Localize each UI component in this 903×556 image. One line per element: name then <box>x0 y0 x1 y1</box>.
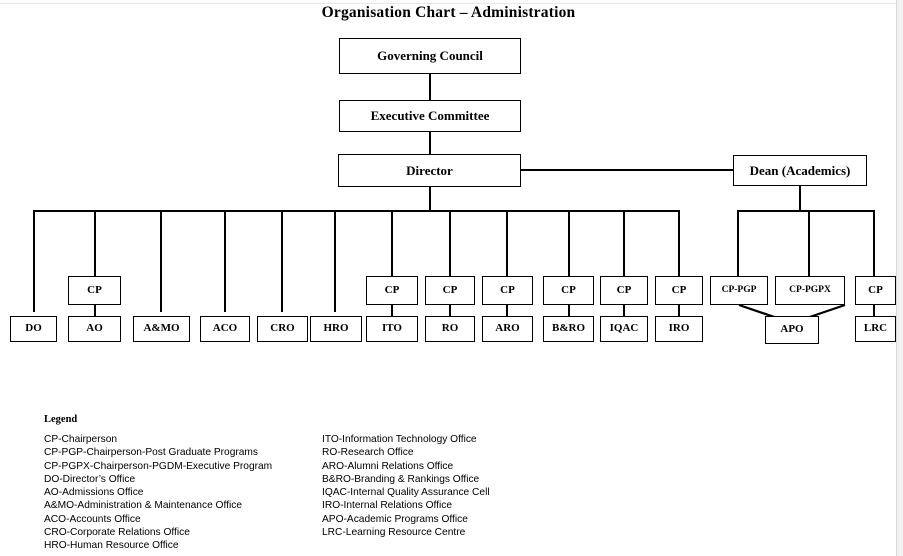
connector-drop-cp-pgpx <box>808 210 810 276</box>
node-ao[interactable]: AO <box>68 316 121 342</box>
node-director[interactable]: Director <box>338 154 521 187</box>
node-cp-bro[interactable]: CP <box>543 276 594 305</box>
legend-item: LRC-Learning Resource Centre <box>322 526 466 538</box>
legend-item: IRO-Internal Relations Office <box>322 500 453 512</box>
connector-dean-stem <box>799 186 801 211</box>
connector-drop-aco <box>224 210 226 312</box>
legend-item: CP-PGPX-Chairperson-PGDM-Executive Progr… <box>44 460 273 472</box>
connector-drop-do <box>33 210 35 312</box>
node-governing-council[interactable]: Governing Council <box>339 38 521 74</box>
connector-dean-bus <box>737 210 875 212</box>
legend-item: ITO-Information Technology Office <box>322 434 477 445</box>
legend-item: ARO-Alumni Relations Office <box>322 460 454 472</box>
legend-item: DO-Director’s Office <box>44 473 136 485</box>
legend-column-2: ITO-Information Technology Office RO-Res… <box>322 433 490 539</box>
page-edge-top <box>0 0 903 4</box>
node-aro[interactable]: ARO <box>482 316 533 342</box>
connector-drop-lrc-cp <box>873 210 875 276</box>
node-iro[interactable]: IRO <box>655 316 703 342</box>
connector-cp-to-ro <box>449 305 451 316</box>
node-lrc[interactable]: LRC <box>855 316 896 342</box>
node-cp-pgpx[interactable]: CP-PGPX <box>775 276 845 305</box>
connector-drop-iro-cp <box>678 210 680 276</box>
node-bro[interactable]: B&RO <box>543 316 594 342</box>
node-apo[interactable]: APO <box>765 316 819 344</box>
connector-cp-to-lrc <box>873 305 875 316</box>
legend-title: Legend <box>44 414 78 425</box>
node-ito[interactable]: ITO <box>366 316 418 342</box>
node-ro[interactable]: RO <box>425 316 475 342</box>
page-title: Organisation Chart – Administration <box>321 4 576 21</box>
connector-drop-ito-cp <box>391 210 393 276</box>
connector-director-bus <box>33 210 680 212</box>
node-cro[interactable]: CRO <box>257 316 308 342</box>
node-iqac[interactable]: IQAC <box>600 316 648 342</box>
connector-drop-ro-cp <box>449 210 451 276</box>
legend-item: B&RO-Branding & Rankings Office <box>322 473 480 485</box>
connector-cp-to-ito <box>391 305 393 316</box>
connector-cp-to-ao <box>94 305 96 316</box>
node-cp-lrc[interactable]: CP <box>855 276 896 305</box>
legend-item: ACO-Accounts Office <box>44 513 141 525</box>
legend-item: HRO-Human Resource Office <box>44 540 179 551</box>
legend-item: A&MO-Administration & Maintenance Office <box>44 500 242 512</box>
node-cp-iro[interactable]: CP <box>655 276 703 305</box>
legend-item: CP-PGP-Chairperson-Post Graduate Program… <box>44 447 259 459</box>
connector-cp-to-iro <box>678 305 680 316</box>
connector-drop-aro-cp <box>506 210 508 276</box>
legend-item: APO-Academic Programs Office <box>322 513 468 525</box>
connector-ec-to-director <box>429 132 431 154</box>
connector-drop-hro <box>334 210 336 312</box>
node-dean-academics[interactable]: Dean (Academics) <box>733 155 867 186</box>
legend-item: CP-Chairperson <box>44 434 118 445</box>
legend: Legend CP-Chairperson CP-PGP-Chairperson… <box>44 414 864 552</box>
legend-column-1: CP-Chairperson CP-PGP-Chairperson-Post G… <box>44 433 322 552</box>
connector-cp-to-iqac <box>623 305 625 316</box>
node-aco[interactable]: ACO <box>200 316 250 342</box>
connector-cp-to-aro <box>506 305 508 316</box>
connector-director-to-dean <box>520 169 734 171</box>
page-edge-right <box>896 0 903 556</box>
connector-director-stem <box>429 187 431 211</box>
connector-drop-cro <box>281 210 283 312</box>
node-cp-iqac[interactable]: CP <box>600 276 648 305</box>
legend-item: IQAC-Internal Quality Assurance Cell <box>322 487 490 498</box>
node-executive-committee[interactable]: Executive Committee <box>339 100 521 132</box>
node-do[interactable]: DO <box>10 316 57 342</box>
node-cp-ao[interactable]: CP <box>68 276 121 305</box>
node-cp-aro[interactable]: CP <box>482 276 533 305</box>
node-cp-pgp[interactable]: CP-PGP <box>710 276 768 305</box>
connector-drop-bro-cp <box>568 210 570 276</box>
connector-cp-to-bro <box>568 305 570 316</box>
connector-drop-amo <box>160 210 162 312</box>
connector-drop-cp-pgp <box>737 210 739 276</box>
node-cp-ito[interactable]: CP <box>366 276 418 305</box>
connector-gc-to-ec <box>429 74 431 100</box>
node-cp-ro[interactable]: CP <box>425 276 475 305</box>
node-hro[interactable]: HRO <box>310 316 362 342</box>
node-amo[interactable]: A&MO <box>133 316 190 342</box>
legend-item: RO-Research Office <box>322 447 414 459</box>
connector-drop-iqac-cp <box>623 210 625 276</box>
connector-drop-ao-cp <box>94 210 96 276</box>
legend-item: CRO-Corporate Relations Office <box>44 526 190 538</box>
legend-item: AO-Admissions Office <box>44 487 144 498</box>
